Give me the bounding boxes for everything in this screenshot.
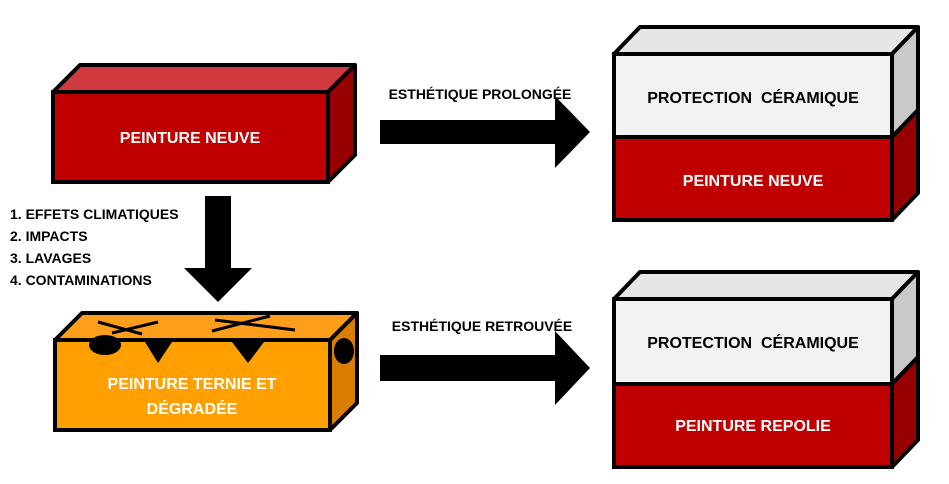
ceramic-box-2-top	[612, 270, 920, 301]
ceramic-repolished-paint-box: PROTECTION CÉRAMIQUE PEINTURE REPOLIE	[612, 270, 920, 469]
chip-mark	[145, 342, 172, 363]
top-arrow-label: ESTHÉTIQUE PROLONGÉE	[389, 86, 572, 102]
down-arrow	[184, 196, 252, 302]
paint-label-2: PEINTURE REPOLIE	[675, 418, 831, 435]
right-arrow-top	[380, 96, 590, 168]
ceramic-layer-2	[612, 297, 894, 386]
ceramic-new-paint-box: PROTECTION CÉRAMIQUE PEINTURE NEUVE	[612, 25, 920, 222]
scratch-mark	[211, 314, 271, 333]
worn-paint-label-line1: PEINTURE TERNIE ET	[108, 376, 277, 393]
worn-paint-box: PEINTURE TERNIE ET DÉGRADÉE	[53, 311, 359, 432]
new-paint-box-front	[51, 90, 330, 184]
scratch-mark	[111, 320, 159, 335]
worn-paint-label-line2: DÉGRADÉE	[147, 399, 238, 418]
impact-hole	[89, 335, 121, 355]
scratch-mark	[214, 318, 296, 332]
paint-layer-1	[612, 135, 894, 222]
new-paint-box: PEINTURE NEUVE	[51, 63, 357, 184]
right-arrow-bottom	[380, 331, 590, 405]
ceramic-box-1-top	[612, 25, 920, 56]
ceramic-label-2: PROTECTION CÉRAMIQUE	[647, 333, 859, 352]
worn-paint-box-front	[53, 338, 332, 432]
cause-item: 3. LAVAGES	[10, 250, 91, 266]
causes-list: 1. EFFETS CLIMATIQUES 2. IMPACTS 3. LAVA…	[10, 206, 179, 288]
chip-mark	[232, 342, 264, 363]
bottom-arrow-label: ESTHÉTIQUE RETROUVÉE	[392, 318, 572, 334]
cause-item: 2. IMPACTS	[10, 228, 88, 244]
cause-item: 1. EFFETS CLIMATIQUES	[10, 206, 179, 222]
side-impact-hole	[334, 338, 354, 364]
paint-label-1: PEINTURE NEUVE	[683, 173, 824, 190]
paint-layer-2	[612, 382, 894, 469]
new-paint-box-top	[51, 63, 357, 94]
ceramic-label-1: PROTECTION CÉRAMIQUE	[647, 88, 859, 107]
scratch-mark	[97, 320, 143, 336]
new-paint-label: PEINTURE NEUVE	[120, 130, 261, 147]
ceramic-layer-1	[612, 52, 894, 139]
cause-item: 4. CONTAMINATIONS	[10, 272, 152, 288]
